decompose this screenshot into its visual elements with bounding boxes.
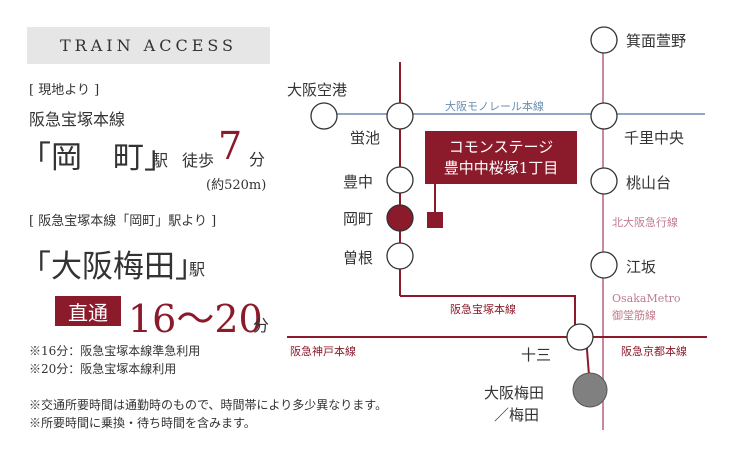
- station-circle-umeda: [572, 372, 608, 408]
- line-label-monorail: 大阪モノレール本線: [445, 100, 544, 113]
- line-label-metro-2: 御堂筋線: [612, 309, 656, 322]
- station-circle-juso: [566, 323, 594, 351]
- line-label-kita-osaka: 北大阪急行線: [612, 216, 678, 229]
- from-okamachi-label: [ 阪急宝塚本線「岡町」駅より ]: [29, 214, 217, 229]
- station-circle-okamachi: [386, 204, 414, 232]
- line-label-metro-1: OsakaMetro: [612, 292, 681, 305]
- line-label-kobe: 阪急神戸本線: [290, 345, 356, 358]
- footnote-2: ※所要時間に乗換・待ち時間を含みます。: [29, 416, 256, 430]
- station-label-osaka-airport: 大阪空港: [287, 81, 348, 99]
- line-name-takarazuka: 阪急宝塚本線: [29, 110, 126, 129]
- station-label-juso: 十三: [521, 346, 552, 364]
- time-unit: 分: [253, 316, 270, 335]
- takarazuka-line-to-juso: [400, 295, 576, 335]
- station-label-okamachi: 岡町: [343, 210, 374, 228]
- station-label-sone: 曽根: [343, 249, 374, 267]
- station-okamachi-quote: 「岡 町」: [20, 140, 175, 176]
- note-2: ※20分：阪急宝塚本線利用: [29, 362, 177, 376]
- station-label-minoh: 箕面萱野: [626, 32, 687, 50]
- from-site-label: [ 現地より ]: [29, 83, 100, 98]
- footnote-1: ※交通所要時間は通勤時のもので、時間帯により多少異なります。: [29, 398, 388, 412]
- line-label-kyoto: 阪急京都本線: [621, 345, 687, 358]
- station-circle-toyonaka: [386, 166, 414, 194]
- station-label-hotarugaike: 蛍池: [350, 129, 381, 147]
- eki-label: 駅: [152, 151, 169, 170]
- station-label-umeda-1: 大阪梅田: [484, 384, 545, 402]
- direct-badge: 直通: [55, 296, 121, 326]
- time-range: 16～20: [128, 297, 263, 341]
- station-circle-momoyamadai: [590, 167, 618, 195]
- line-label-takarazuka: 阪急宝塚本線: [450, 303, 516, 316]
- property-marker: [427, 212, 443, 228]
- walk-minutes: 7: [218, 124, 243, 168]
- dest-umeda-quote: 「大阪梅田」: [20, 249, 206, 285]
- station-circle-minoh: [590, 26, 618, 54]
- station-label-esaka: 江坂: [626, 258, 657, 276]
- station-label-toyonaka: 豊中: [343, 173, 374, 191]
- dest-eki-label: 駅: [189, 260, 206, 279]
- station-circle-senri-chuo: [590, 102, 618, 130]
- walk-label: 徒歩: [182, 151, 215, 170]
- property-callout: コモンステージ 豊中中桜塚1丁目: [425, 131, 577, 184]
- distance-label: (約520m): [206, 178, 267, 193]
- station-circle-osaka-airport: [310, 102, 338, 130]
- walk-minute-unit: 分: [249, 150, 266, 169]
- station-label-umeda-2: ／梅田: [494, 406, 540, 424]
- note-1: ※16分：阪急宝塚本線準急利用: [29, 344, 201, 358]
- station-circle-hotarugaike: [386, 102, 414, 130]
- property-callout-line2: 豊中中桜塚1丁目: [443, 158, 559, 177]
- property-callout-line1: コモンステージ: [448, 138, 554, 157]
- station-label-senri-chuo: 千里中央: [624, 129, 685, 147]
- station-circle-esaka: [590, 251, 618, 279]
- station-label-momoyamadai: 桃山台: [626, 174, 672, 192]
- header-title: TRAIN ACCESS: [27, 27, 270, 64]
- station-circle-sone: [386, 242, 414, 270]
